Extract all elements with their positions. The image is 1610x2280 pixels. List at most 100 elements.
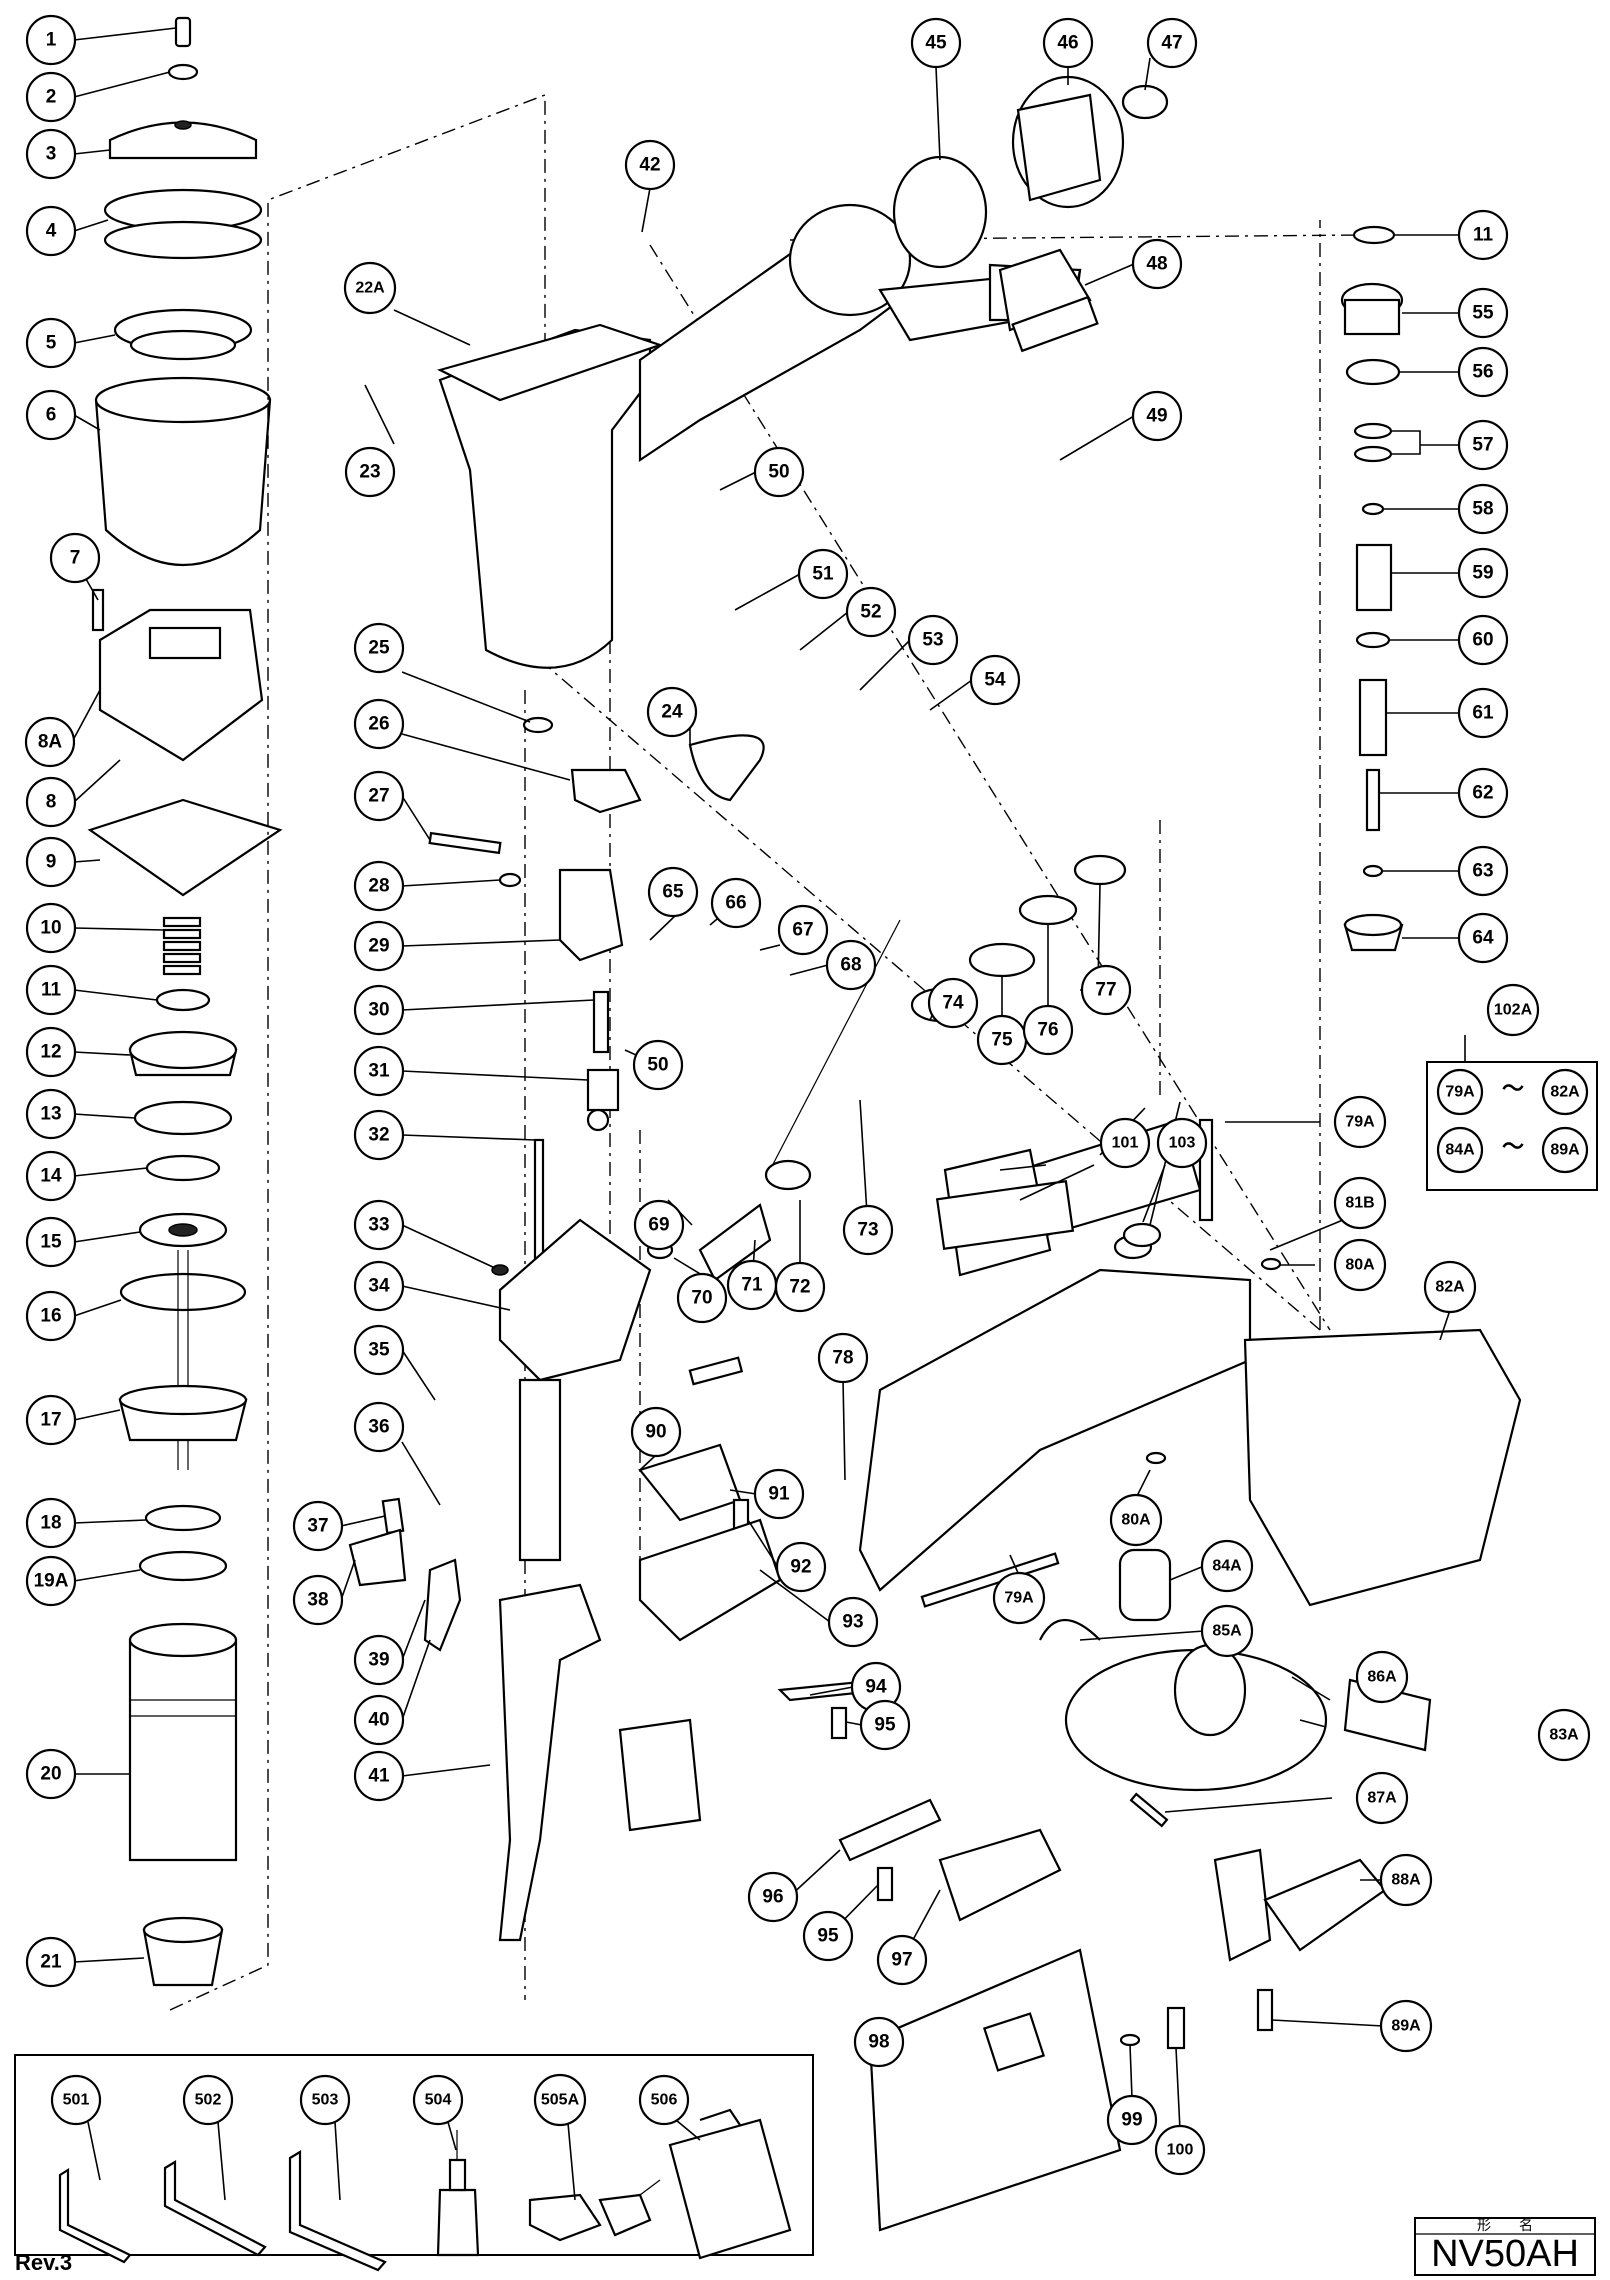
callout-31: 31	[353, 1045, 405, 1097]
svg-text:21: 21	[40, 1952, 62, 1973]
callout-40: 40	[353, 1694, 405, 1746]
callout-39: 39	[353, 1634, 405, 1686]
legend-row2-tilde: 〜	[1502, 1134, 1524, 1159]
svg-text:52: 52	[860, 602, 881, 623]
callout-2: 2	[25, 71, 77, 123]
svg-text:92: 92	[790, 1557, 811, 1578]
callout-505A: 505A	[533, 2073, 587, 2127]
svg-text:103: 103	[1169, 1135, 1196, 1152]
callout-82A: 82A	[1423, 1260, 1477, 1314]
svg-text:2: 2	[46, 87, 57, 108]
svg-text:5: 5	[46, 333, 57, 354]
svg-text:1: 1	[46, 30, 57, 51]
callout-96: 96	[747, 1871, 799, 1923]
callout-502: 502	[182, 2074, 234, 2126]
carrying-case-506	[668, 2108, 792, 2260]
svg-text:68: 68	[840, 955, 861, 976]
svg-text:8: 8	[46, 792, 57, 813]
svg-text:48: 48	[1146, 254, 1167, 275]
revision-label: Rev.3	[15, 2250, 72, 2275]
callout-76: 76	[1022, 1004, 1074, 1056]
svg-text:37: 37	[307, 1516, 328, 1537]
svg-text:61: 61	[1472, 703, 1494, 724]
callout-36: 36	[353, 1401, 405, 1453]
callout-26: 26	[353, 698, 405, 750]
callout-49: 49	[1131, 390, 1183, 442]
svg-text:503: 503	[312, 2092, 339, 2109]
svg-text:35: 35	[368, 1340, 390, 1361]
svg-text:80A: 80A	[1345, 1257, 1375, 1274]
model-block: 形 名 NV50AH	[1414, 2217, 1596, 2276]
svg-text:45: 45	[925, 33, 947, 54]
callout-51: 51	[797, 548, 849, 600]
legend-row1-from: 79A	[1436, 1068, 1484, 1116]
callout-18: 18	[25, 1497, 77, 1549]
svg-text:31: 31	[368, 1061, 390, 1082]
legend-row2-to: 89A	[1541, 1126, 1589, 1174]
callout-19A: 19A	[25, 1555, 77, 1607]
svg-text:74: 74	[942, 993, 964, 1014]
svg-text:72: 72	[789, 1277, 810, 1298]
svg-text:46: 46	[1057, 33, 1078, 54]
callout-28: 28	[353, 860, 405, 912]
hex-wrench-503	[288, 2150, 387, 2272]
callout-8: 8	[25, 776, 77, 828]
svg-text:73: 73	[857, 1220, 878, 1241]
svg-text:6: 6	[46, 405, 57, 426]
svg-text:63: 63	[1472, 861, 1493, 882]
callout-27: 27	[353, 770, 405, 822]
callout-72: 72	[774, 1261, 826, 1313]
callout-95-bottom: 95	[802, 1910, 854, 1962]
callout-57: 57	[1457, 419, 1509, 471]
callout-5: 5	[25, 317, 77, 369]
callout-24: 24	[646, 686, 698, 738]
svg-text:51: 51	[812, 564, 834, 585]
callout-56: 56	[1457, 346, 1509, 398]
svg-text:12: 12	[40, 1042, 61, 1063]
svg-text:59: 59	[1472, 563, 1493, 584]
callout-97: 97	[876, 1934, 928, 1986]
callout-93: 93	[827, 1596, 879, 1648]
svg-text:38: 38	[307, 1590, 328, 1611]
callout-80A-bottom: 80A	[1109, 1493, 1163, 1547]
accessories-box: 501 502 503 504 505A 506	[14, 2054, 814, 2272]
svg-text:15: 15	[40, 1232, 62, 1253]
svg-text:8A: 8A	[38, 732, 63, 753]
callout-94: 94	[850, 1661, 902, 1713]
svg-text:75: 75	[991, 1030, 1013, 1051]
callout-9: 9	[25, 836, 77, 888]
svg-text:47: 47	[1161, 33, 1182, 54]
svg-text:78: 78	[832, 1348, 853, 1369]
callout-12: 12	[25, 1026, 77, 1078]
callout-41: 41	[353, 1750, 405, 1802]
svg-text:90: 90	[645, 1422, 666, 1443]
svg-text:28: 28	[368, 876, 389, 897]
svg-text:66: 66	[725, 893, 746, 914]
callout-11-left: 11	[25, 964, 77, 1016]
svg-text:27: 27	[368, 786, 389, 807]
model-name: NV50AH	[1431, 2233, 1579, 2275]
callout-16: 16	[25, 1290, 77, 1342]
svg-text:40: 40	[368, 1710, 389, 1731]
callout-61: 61	[1457, 687, 1509, 739]
callout-103: 103	[1156, 1117, 1208, 1169]
callout-53: 53	[907, 614, 959, 666]
callout-64: 64	[1457, 912, 1509, 964]
callout-80A-top: 80A	[1333, 1238, 1387, 1292]
callout-74: 74	[927, 977, 979, 1029]
callout-38: 38	[292, 1574, 344, 1626]
callout-58: 58	[1457, 483, 1509, 535]
callout-75: 75	[976, 1014, 1028, 1066]
svg-text:80A: 80A	[1121, 1512, 1151, 1529]
callout-83A: 83A	[1537, 1708, 1591, 1762]
callout-91: 91	[753, 1468, 805, 1520]
callout-29: 29	[353, 920, 405, 972]
callout-85A: 85A	[1200, 1604, 1254, 1658]
svg-text:93: 93	[842, 1612, 863, 1633]
svg-text:504: 504	[425, 2092, 452, 2109]
callout-6: 6	[25, 389, 77, 441]
svg-text:99: 99	[1121, 2110, 1142, 2131]
callout-15: 15	[25, 1216, 77, 1268]
callout-13: 13	[25, 1088, 77, 1140]
